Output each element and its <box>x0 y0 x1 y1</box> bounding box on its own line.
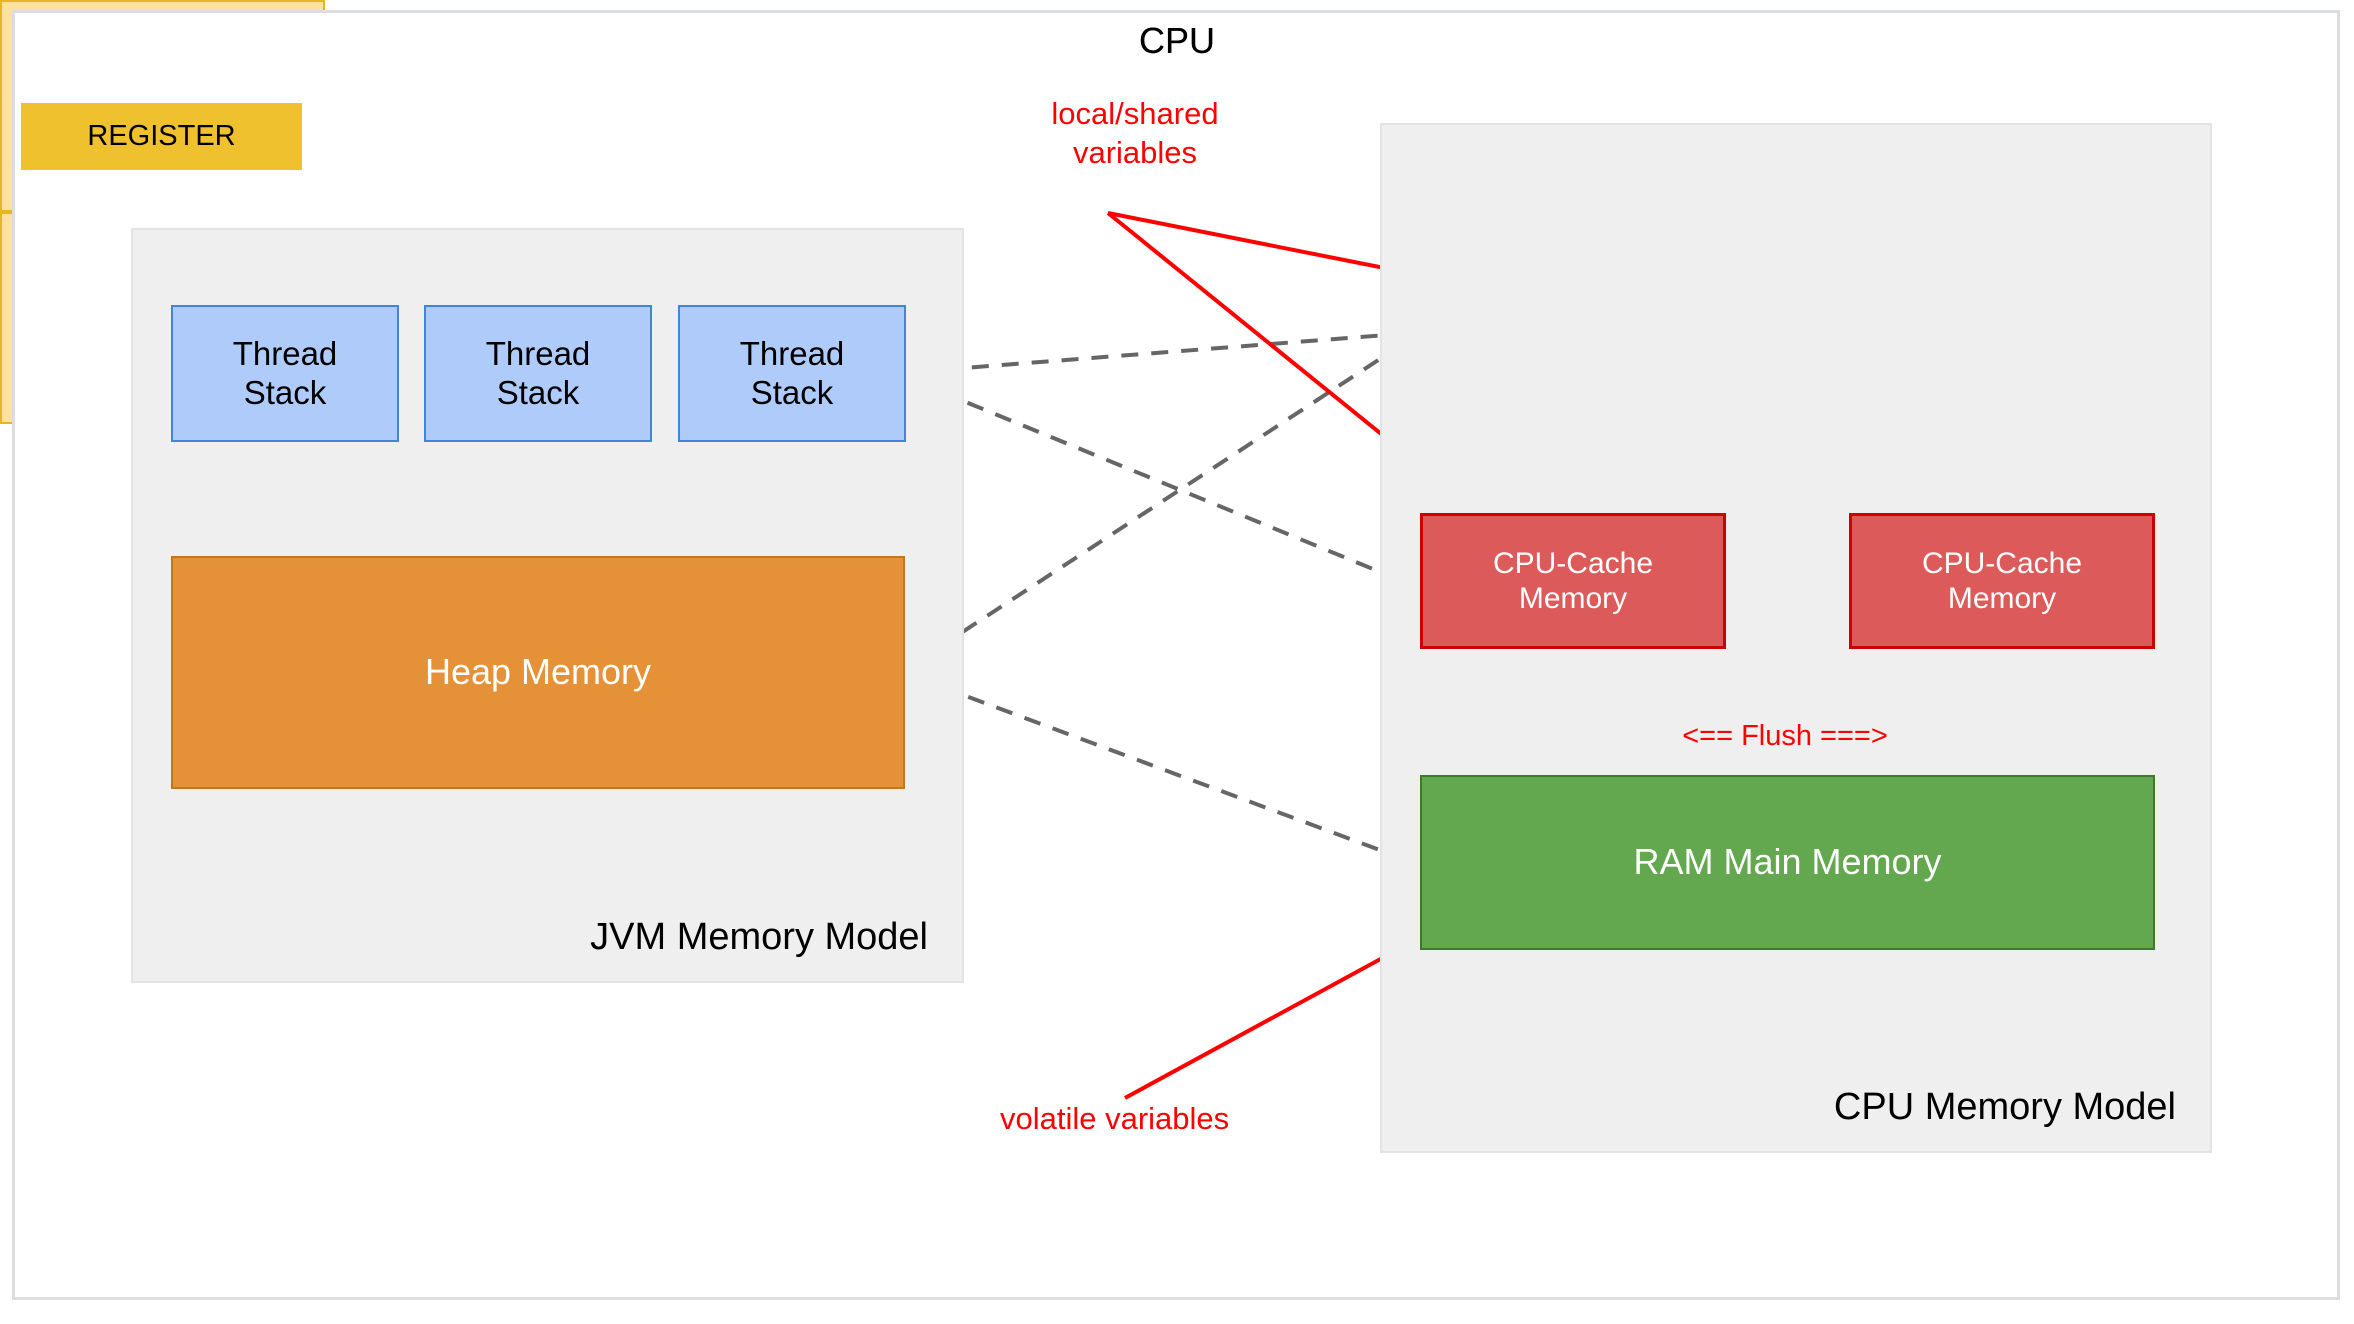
annotation-volatile-variables: volatile variables <box>1000 1101 1230 1136</box>
cpu-label-1: CPU <box>1138 20 1215 61</box>
cpu-panel-caption: CPU Memory Model <box>1833 1086 2176 1128</box>
cpu-cache-memory-label-2: CPU-Cache Memory <box>1921 546 2083 615</box>
ram-main-memory-box[interactable]: RAM Main Memory <box>1420 775 2155 950</box>
cpu-cache-memory-box-2[interactable]: CPU-Cache Memory <box>1849 513 2155 649</box>
thread-stack-label-1: Thread Stack <box>232 334 338 411</box>
annotation-local-shared-variables: local/shared variables <box>1051 96 1219 170</box>
cpu-cache-memory-label-1: CPU-Cache Memory <box>1492 546 1654 615</box>
flush-label: <== Flush ===> <box>1682 720 1888 752</box>
heap-memory-label: Heap Memory <box>424 651 652 693</box>
register-box-2[interactable]: REGISTER <box>21 103 302 170</box>
heap-memory-box[interactable]: Heap Memory <box>171 556 905 789</box>
thread-stack-label-3: Thread Stack <box>739 334 845 411</box>
thread-stack-box-3[interactable]: Thread Stack <box>678 305 906 442</box>
cpu-label-2: CPU <box>1138 20 1215 61</box>
thread-stack-box-2[interactable]: Thread Stack <box>424 305 652 442</box>
ram-main-memory-label: RAM Main Memory <box>1633 841 1942 883</box>
thread-stack-box-1[interactable]: Thread Stack <box>171 305 399 442</box>
register-label-2: REGISTER <box>87 120 236 152</box>
thread-stack-label-2: Thread Stack <box>485 334 591 411</box>
jvm-panel-caption: JVM Memory Model <box>590 916 928 958</box>
cpu-cache-memory-box-1[interactable]: CPU-Cache Memory <box>1420 513 1726 649</box>
